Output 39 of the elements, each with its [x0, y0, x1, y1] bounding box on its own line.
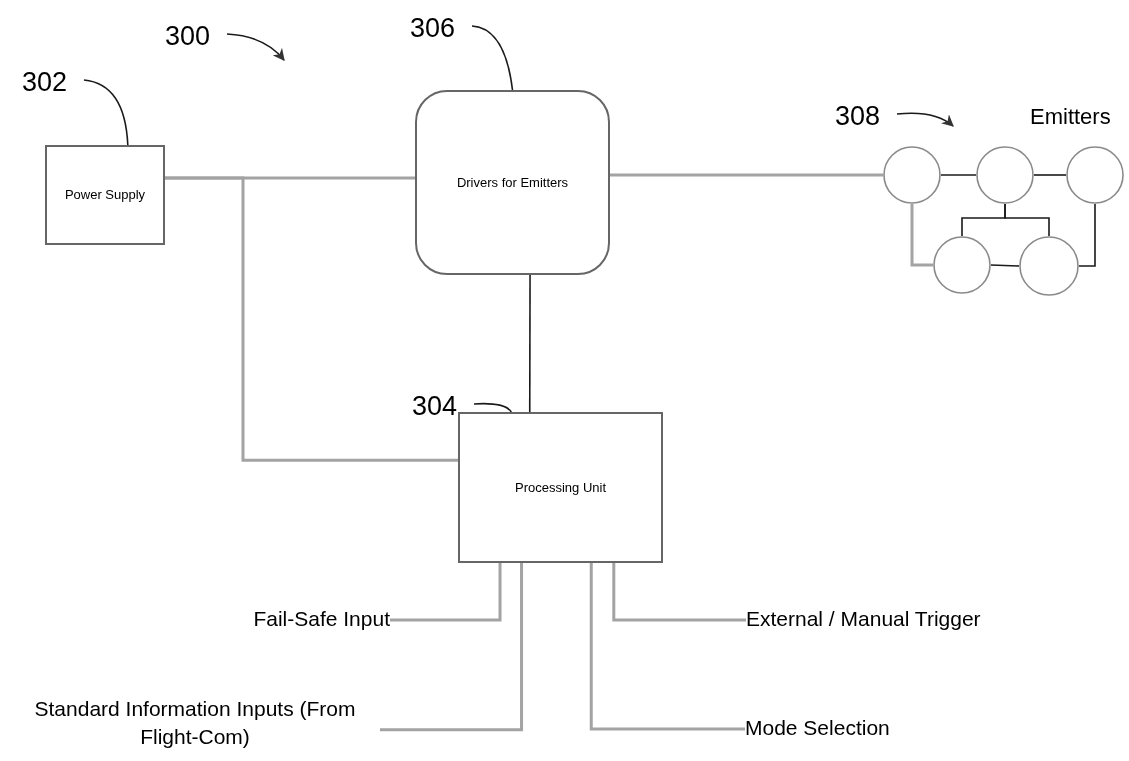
- leader-arrow: [226, 33, 285, 61]
- emitter-circle: [1019, 236, 1079, 296]
- rounded-block: [415, 90, 610, 275]
- leader-arrow: [896, 112, 954, 127]
- emitter-circle: [933, 236, 991, 294]
- block-label: Processing Unit: [513, 478, 607, 497]
- connector-line: [610, 173, 883, 177]
- input-label: External / Manual Trigger: [746, 605, 1096, 635]
- connector-line: [589, 563, 745, 731]
- emitter-circle: [976, 146, 1034, 204]
- connector-line: [390, 563, 502, 622]
- group-title: Emitters: [1030, 100, 1125, 130]
- connector-line: [910, 204, 933, 267]
- connector-line: [940, 174, 977, 176]
- reference-number: 308: [835, 96, 897, 132]
- block-label: Power Supply: [63, 186, 147, 205]
- connector-line: [1004, 203, 1050, 237]
- connector-line: [165, 176, 458, 462]
- input-label: Mode Selection: [745, 714, 945, 744]
- connector-line: [1078, 203, 1096, 267]
- block-box: [458, 412, 663, 563]
- reference-number: 306: [410, 8, 472, 44]
- connector-line: [528, 274, 531, 413]
- leader-line: [471, 25, 514, 91]
- reference-number: 304: [412, 386, 474, 422]
- connector-line: [380, 563, 524, 732]
- leader-line: [473, 402, 513, 413]
- input-label: Fail-Safe Input: [180, 605, 390, 635]
- reference-number: 302: [22, 62, 84, 98]
- block-label: Drivers for Emitters: [455, 173, 570, 192]
- leader-line: [83, 79, 129, 146]
- block-box: [45, 145, 165, 245]
- input-label: Standard Information Inputs (From Flight-Com): [10, 695, 380, 755]
- connector-line: [612, 563, 746, 622]
- emitter-circle: [1066, 146, 1124, 204]
- connector-line: [990, 264, 1020, 267]
- emitter-circle: [883, 146, 941, 204]
- reference-number: 300: [165, 16, 227, 52]
- connector-line: [1033, 174, 1067, 176]
